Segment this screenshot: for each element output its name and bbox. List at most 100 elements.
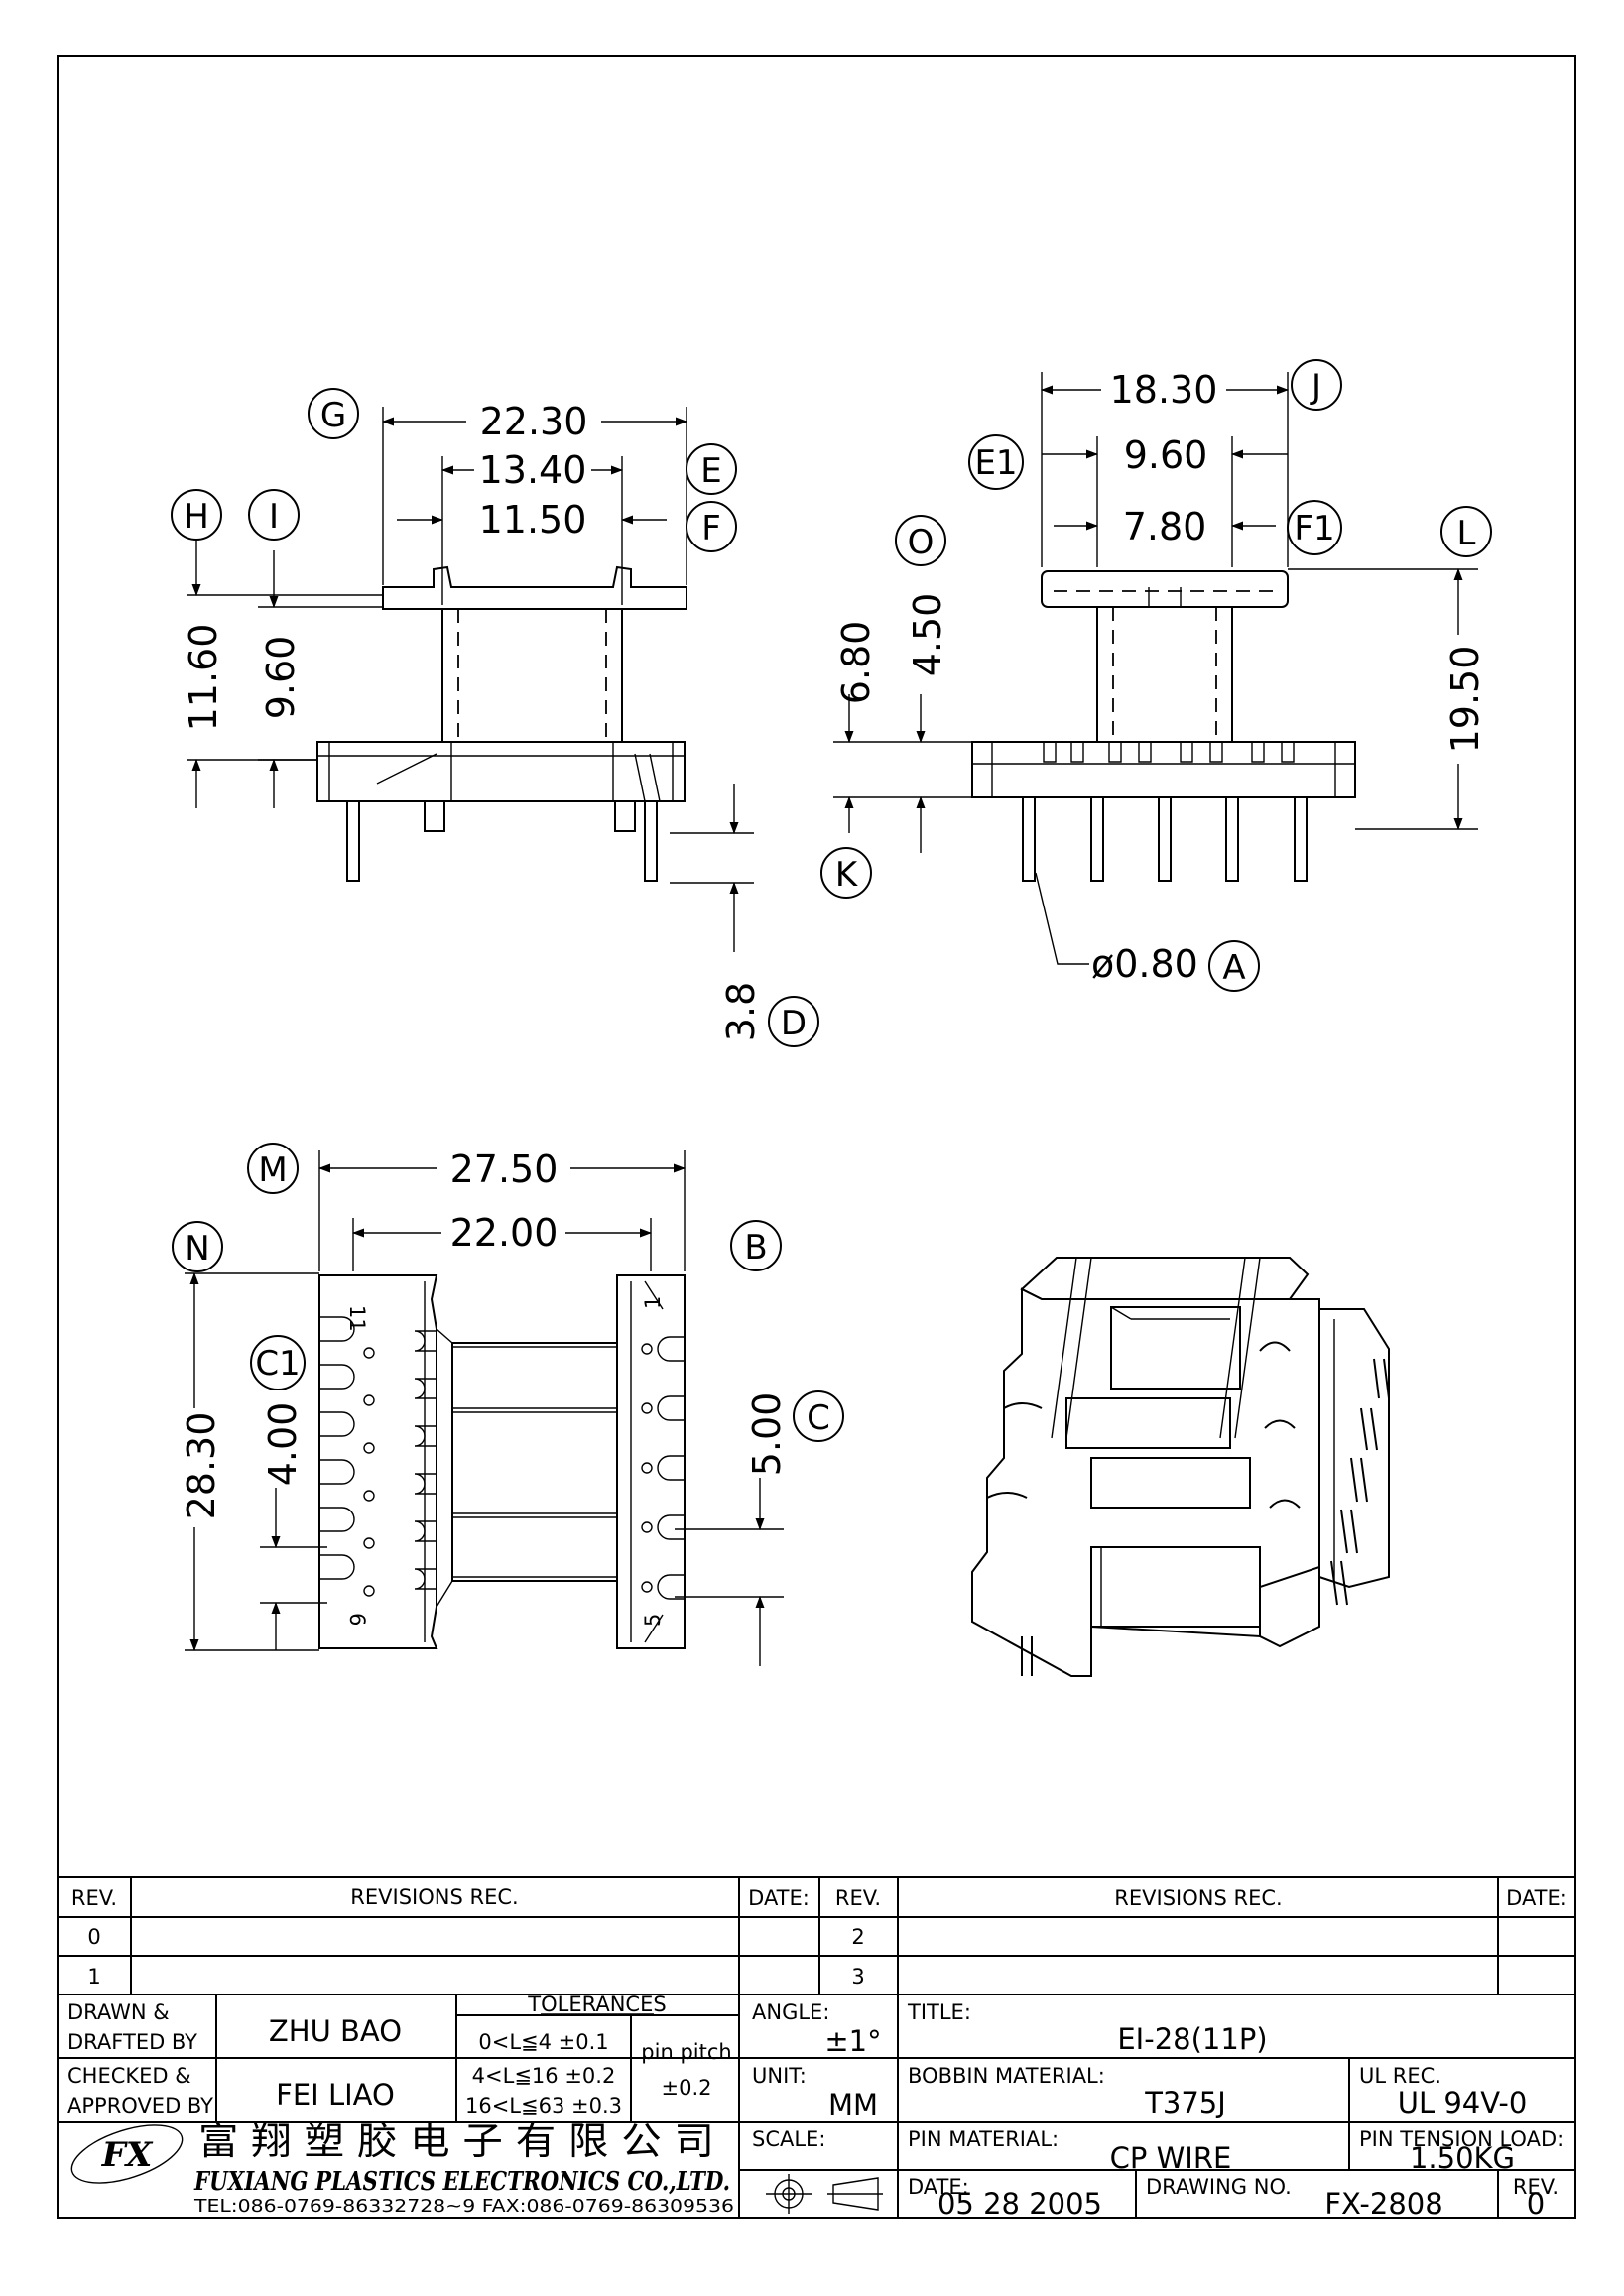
callout-d: D [768, 996, 819, 1047]
dim-3-8: 3.8 [719, 982, 763, 1041]
svg-text:D: D [781, 1004, 807, 1043]
dim-11-50: 11.50 [479, 498, 587, 542]
pin-tension-value: 1.50KG [1410, 2141, 1515, 2175]
date-label: DATE: [908, 2175, 969, 2199]
tolerances-label: TOLERANCES [527, 1993, 666, 2016]
dim-9-60-side: 9.60 [1124, 433, 1208, 477]
rev-header-left: REV. [71, 1886, 117, 1910]
pin-slot [657, 1336, 685, 1362]
pin-number-1: 1 [641, 1296, 665, 1309]
pin-slot [414, 1473, 437, 1495]
dim-28-30: 28.30 [180, 1412, 223, 1520]
callout-o: O [895, 515, 946, 566]
pin-slot [414, 1568, 437, 1590]
dim-5-00: 5.00 [745, 1392, 789, 1477]
svg-text:H: H [184, 497, 209, 537]
callout-k: K [820, 847, 872, 899]
base-slot [1209, 742, 1223, 763]
base-slot [1138, 742, 1152, 763]
date-header-right: DATE: [1506, 1886, 1567, 1910]
pin-slot [657, 1395, 685, 1421]
company-chinese-name: 富 翔 塑 胶 电 子 有 限 公 司 [198, 2119, 714, 2163]
pin-slot [414, 1520, 437, 1542]
svg-text:E1: E1 [974, 443, 1017, 483]
svg-text:E: E [700, 451, 721, 491]
scale-label: SCALE: [752, 2127, 825, 2151]
unit-label: UNIT: [752, 2064, 807, 2088]
side-view: 18.30 9.60 7.80 19.50 6.80 4.50 ø0.80 J … [820, 359, 1492, 992]
pin-slot [319, 1364, 355, 1390]
pin-slot [657, 1455, 685, 1481]
projection-symbol-icon [766, 2174, 883, 2214]
pin-hole [363, 1394, 375, 1406]
pin-slot [414, 1330, 437, 1352]
rev-label: REV. [1513, 2175, 1559, 2199]
svg-text:FX: FX [101, 2135, 154, 2175]
svg-text:C: C [807, 1398, 830, 1438]
pin-number-11: 11 [345, 1305, 369, 1332]
callout-g: G [308, 388, 359, 439]
title-block: REV. REVISIONS REC. DATE: REV. REVISIONS… [57, 1876, 1576, 2221]
pin-slot [414, 1425, 437, 1447]
pin-hole [641, 1521, 653, 1533]
callout-f1: F1 [1287, 500, 1342, 555]
drawing-number-label: DRAWING NO. [1146, 2175, 1292, 2199]
checked-value: FEI LIAO [276, 2078, 395, 2112]
pin-hole [641, 1581, 653, 1593]
svg-text:O: O [908, 523, 935, 562]
company-logo: FX [70, 2124, 184, 2184]
dim-7-80: 7.80 [1123, 505, 1207, 548]
callout-a: A [1208, 940, 1260, 992]
pin-hole [641, 1402, 653, 1414]
date-value: 05 28 2005 [937, 2187, 1102, 2221]
pin-slot [319, 1554, 355, 1580]
date-header-left: DATE: [748, 1886, 810, 1910]
bottom-view: 11 6 1 5 27.50 22.00 28.30 4.00 5.00 [172, 1143, 844, 1666]
dim-13-40: 13.40 [479, 448, 587, 492]
base-slot [1043, 742, 1057, 763]
drawing-number-value: FX-2808 [1324, 2187, 1442, 2221]
svg-text:I: I [269, 497, 279, 537]
title-value: EI-28(11P) [1117, 2022, 1267, 2056]
dim-22-30: 22.30 [480, 400, 588, 443]
front-view: 22.30 13.40 11.50 11.60 9.60 3.8 G E H I… [171, 388, 819, 1047]
pin-slot [414, 1378, 437, 1399]
callout-e1: E1 [968, 434, 1024, 490]
callout-c: C [793, 1390, 844, 1442]
svg-text:G: G [320, 396, 346, 435]
dim-pin-diameter: ø0.80 [1091, 942, 1198, 986]
tolerance-row-3: 16<L≦63 ±0.3 [465, 2094, 622, 2117]
pin-slot [319, 1459, 355, 1485]
ul-rec-value: UL 94V-0 [1398, 2086, 1528, 2119]
callout-m: M [247, 1143, 299, 1194]
unit-value: MM [828, 2088, 878, 2121]
pin-hole [641, 1462, 653, 1474]
pin-slot [319, 1316, 355, 1342]
dim-4-50: 4.50 [906, 593, 949, 677]
pin-slot [319, 1411, 355, 1437]
pin-hole [363, 1442, 375, 1454]
rev-1: 1 [87, 1965, 100, 1989]
rev-3: 3 [851, 1965, 864, 1989]
pin-material-value: CP WIRE [1110, 2141, 1232, 2175]
pin-hole [641, 1343, 653, 1355]
svg-text:F1: F1 [1294, 509, 1334, 548]
pin-hole [363, 1537, 375, 1549]
sheet-border [57, 55, 1576, 2219]
isometric-view [971, 1257, 1390, 1677]
angle-label: ANGLE: [752, 2000, 829, 2024]
svg-text:F: F [701, 509, 721, 548]
rev-2: 2 [851, 1925, 864, 1949]
dim-18-30: 18.30 [1110, 368, 1218, 412]
pin-hole [363, 1347, 375, 1359]
pin-pitch-value: ±0.2 [662, 2076, 712, 2100]
pin-slot [657, 1574, 685, 1600]
callout-i: I [248, 489, 300, 541]
dim-19-50: 19.50 [1443, 646, 1487, 754]
ul-rec-label: UL REC. [1359, 2064, 1441, 2088]
dim-6-80: 6.80 [834, 621, 878, 705]
pin-number-5: 5 [641, 1614, 665, 1627]
angle-value: ±1° [824, 2024, 881, 2058]
company-english-name: FUXIANG PLASTICS ELECTRONICS CO.,LTD. [193, 2167, 730, 2197]
callout-c1: C1 [250, 1335, 306, 1390]
